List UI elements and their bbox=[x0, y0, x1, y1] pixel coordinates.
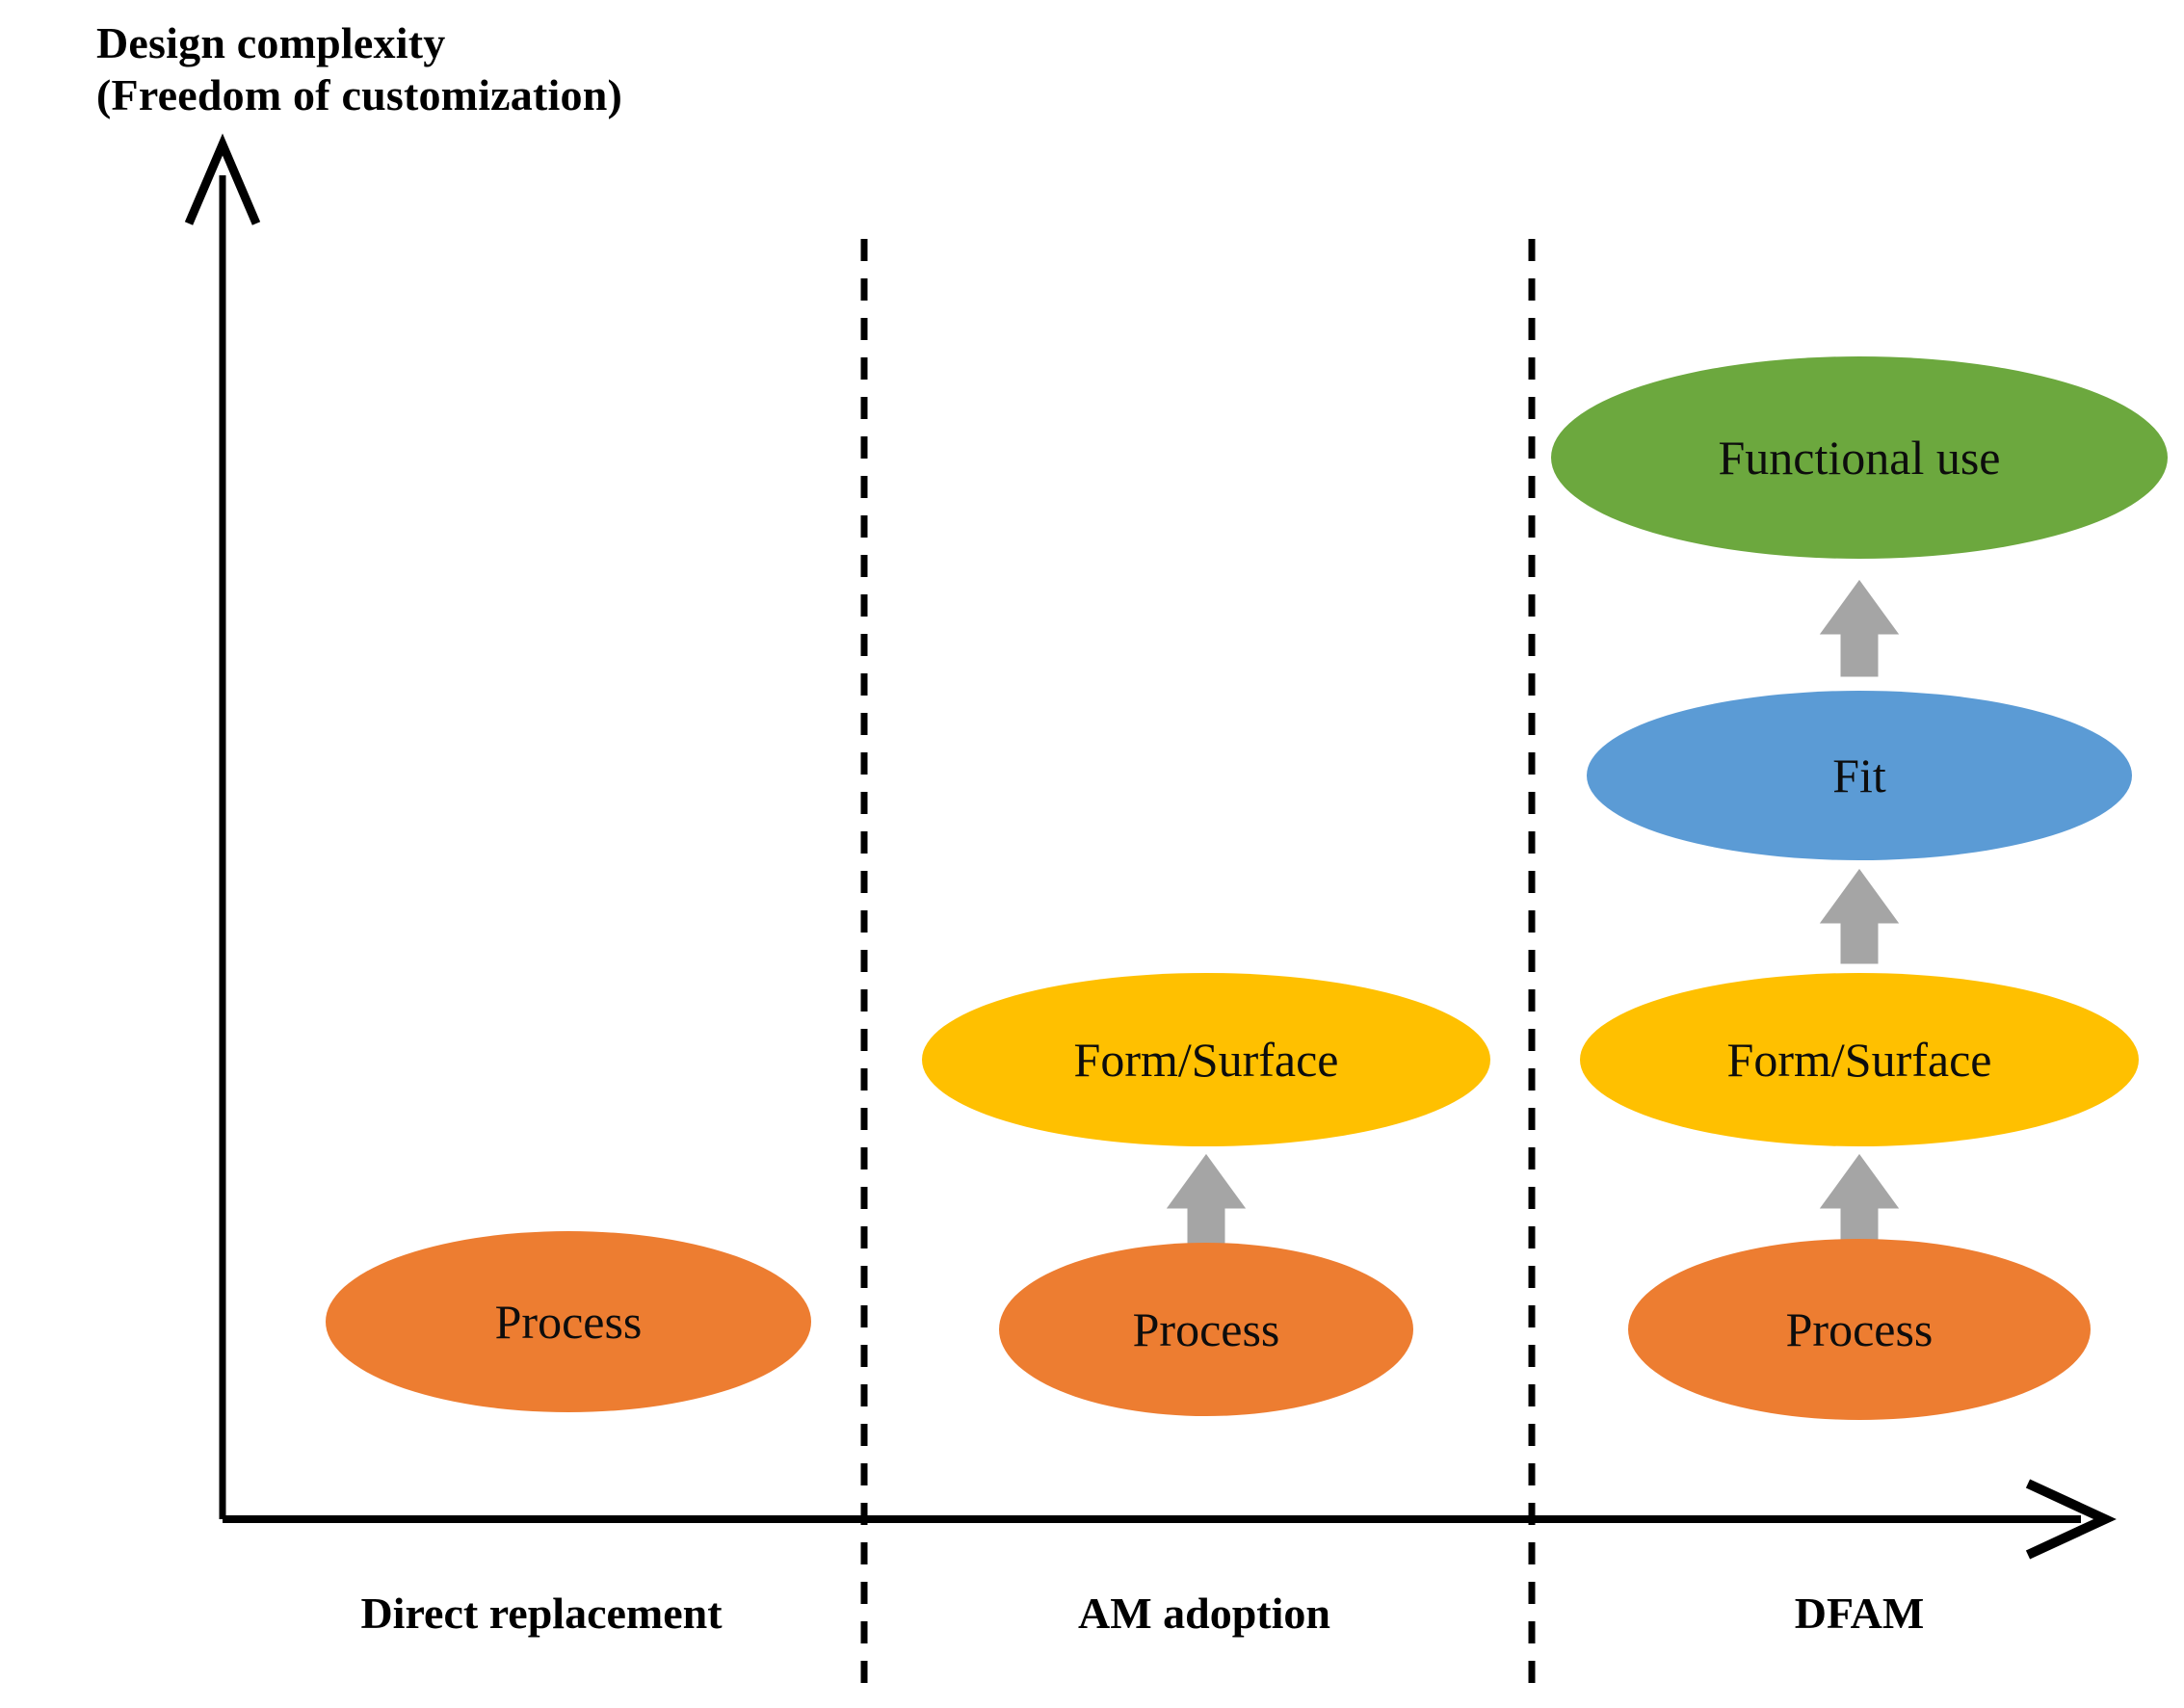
y-axis bbox=[184, 133, 261, 1519]
arrow-up-icon-dfam-form-to-fit bbox=[1806, 857, 1912, 971]
node-label: Form/Surface bbox=[1726, 1033, 1992, 1087]
arrow-up-icon-dfam-process-to-form bbox=[1806, 1143, 1912, 1256]
node-label: Form/Surface bbox=[1073, 1033, 1339, 1087]
arrow-up-icon-dfam-fit-to-functional bbox=[1806, 568, 1912, 684]
node-label: Process bbox=[1132, 1302, 1280, 1356]
y-axis-title-line-1: Design complexity bbox=[96, 18, 446, 67]
x-axis-arrowhead-icon bbox=[2025, 1479, 2117, 1560]
x-axis bbox=[223, 1479, 2117, 1560]
node-label: Process bbox=[1785, 1302, 1934, 1356]
node-label: Functional use bbox=[1718, 431, 2001, 485]
node-functional-use-dfam[interactable]: Functional use bbox=[1551, 356, 2168, 559]
node-fit-dfam[interactable]: Fit bbox=[1587, 691, 2132, 860]
node-label: Process bbox=[494, 1295, 643, 1349]
y-axis-title-line-2: (Freedom of customization) bbox=[96, 70, 622, 120]
x-axis-category-label-direct-replacement: Direct replacement bbox=[360, 1589, 723, 1638]
y-axis-title: Design complexity (Freedom of customizat… bbox=[96, 17, 622, 122]
node-process-dfam[interactable]: Process bbox=[1628, 1239, 2091, 1420]
y-axis-arrowhead-icon bbox=[184, 133, 261, 225]
node-process-am-adoption[interactable]: Process bbox=[999, 1243, 1413, 1416]
x-axis-category-label-am-adoption: AM adoption bbox=[1078, 1589, 1330, 1638]
node-form-surface-dfam[interactable]: Form/Surface bbox=[1580, 973, 2139, 1146]
node-process-direct-replacement[interactable]: Process bbox=[326, 1231, 811, 1412]
arrow-up-icon-am-process-to-form bbox=[1153, 1143, 1259, 1256]
node-form-surface-am-adoption[interactable]: Form/Surface bbox=[922, 973, 1490, 1146]
x-axis-category-label-dfam: DFAM bbox=[1794, 1589, 1925, 1638]
node-label: Fit bbox=[1832, 749, 1886, 802]
